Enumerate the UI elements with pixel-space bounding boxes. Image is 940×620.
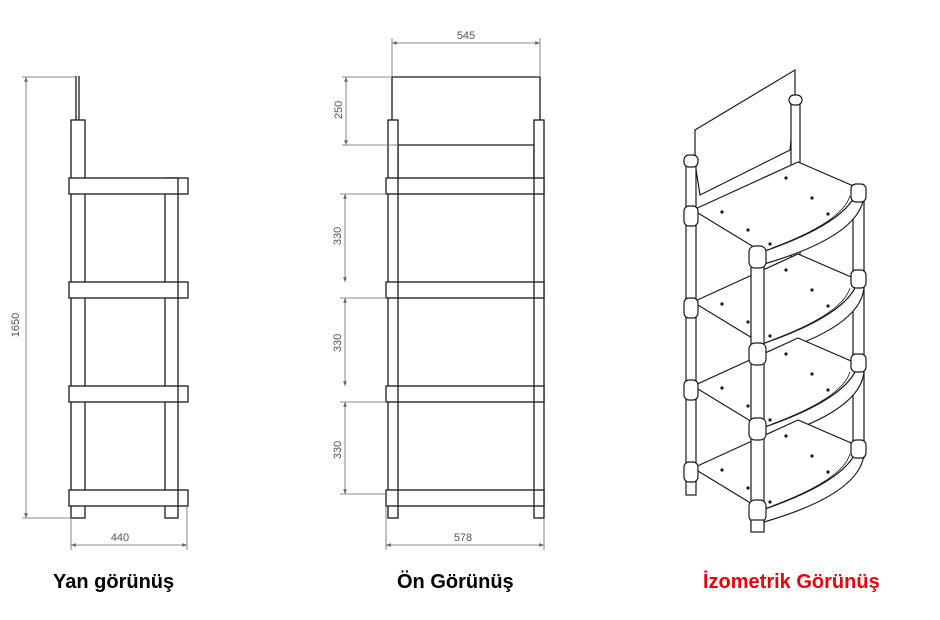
iso-shelves: [691, 161, 865, 523]
front-dimensions: [340, 38, 545, 550]
iso-shelf: [691, 253, 865, 357]
shelf-hole: [768, 242, 772, 246]
shelf-hole: [826, 470, 830, 474]
front-sign-height-label: 250: [333, 101, 345, 119]
isometric-view-caption: İzometrik Görünüş: [703, 571, 880, 593]
shelf-hole: [810, 372, 814, 376]
side-view: [68, 76, 189, 519]
iso-joints: [683, 94, 867, 483]
front-bottom-width-label: 578: [454, 532, 472, 544]
shelf-hole: [746, 320, 750, 324]
shelf-hole: [746, 404, 750, 408]
shelf-hole: [810, 454, 814, 458]
shelf-hole: [826, 212, 830, 216]
front-top-width-label: 545: [457, 30, 475, 42]
side-width-label: 440: [111, 532, 129, 544]
shelf-hole: [720, 386, 724, 390]
shelf-hole: [784, 352, 788, 356]
shelf-hole: [720, 468, 724, 472]
front-view: [385, 76, 545, 519]
shelf-hole: [826, 304, 830, 308]
front-shelves: [385, 177, 545, 507]
front-view-caption: Ön Görünüş: [397, 571, 514, 593]
shelf-hole: [784, 176, 788, 180]
iso-shelf: [691, 337, 865, 441]
shelf-hole: [826, 388, 830, 392]
shelf-hole: [810, 288, 814, 292]
shelf-hole: [784, 434, 788, 438]
shelf-hole: [810, 196, 814, 200]
shelf-hole: [720, 210, 724, 214]
side-height-label: 1650: [10, 313, 22, 337]
shelf-hole: [768, 334, 772, 338]
side-shelves: [68, 177, 189, 507]
shelf-hole: [784, 268, 788, 272]
shelf-hole: [746, 486, 750, 490]
front-spacing-label-2: 330: [332, 334, 344, 352]
shelf-hole: [768, 418, 772, 422]
front-spacing-label-1: 330: [332, 227, 344, 245]
iso-front-post: [748, 245, 767, 533]
side-dimensions: [22, 76, 188, 550]
shelf-hole: [768, 500, 772, 504]
shelf-hole: [746, 228, 750, 232]
iso-shelf: [691, 419, 865, 523]
front-spacing-label-3: 330: [332, 441, 344, 459]
shelf-hole: [720, 302, 724, 306]
side-view-caption: Yan görünüş: [53, 571, 175, 593]
